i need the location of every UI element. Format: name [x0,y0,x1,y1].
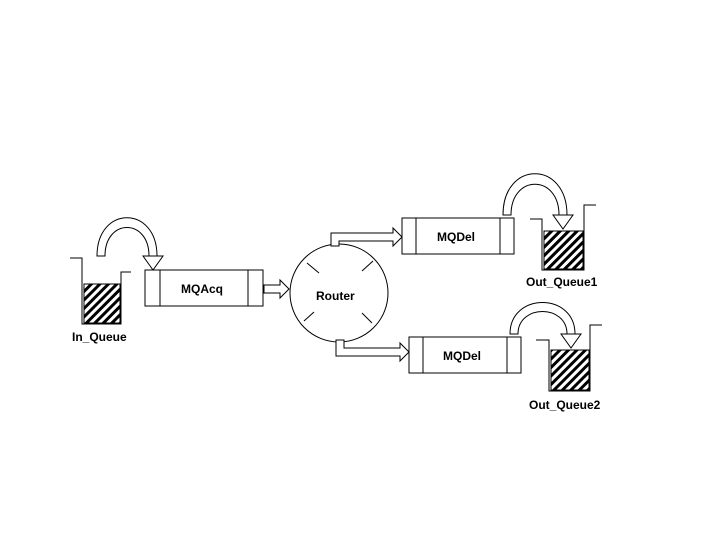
in-queue-loop-arrow [96,217,164,271]
router-to-mqdel-top-arrow [330,226,403,248]
router-label: Router [316,289,355,303]
mqdel-bottom-label: MQDel [443,349,481,363]
mqdel-top-process-box [401,217,515,255]
in-queue-label: In_Queue [72,330,127,344]
router-to-mqdel-bottom-arrow [335,339,410,363]
out-queue1-label: Out_Queue1 [526,275,598,289]
mqdel-top-label: MQDel [437,230,475,244]
mqacq-process-box [144,269,264,307]
out-queue1-loop-arrow [502,173,574,230]
mqdel-bottom-process-box [408,336,522,374]
in-queue-container [70,257,131,325]
out-queue1-container [530,204,596,271]
mqacq-label: MQAcq [181,282,223,296]
mqacq-to-router-arrow [263,278,290,300]
out-queue2-container [536,324,602,392]
out-queue2-label: Out_Queue2 [529,398,601,412]
router-node [289,243,389,343]
out-queue2-loop-arrow [509,302,582,349]
